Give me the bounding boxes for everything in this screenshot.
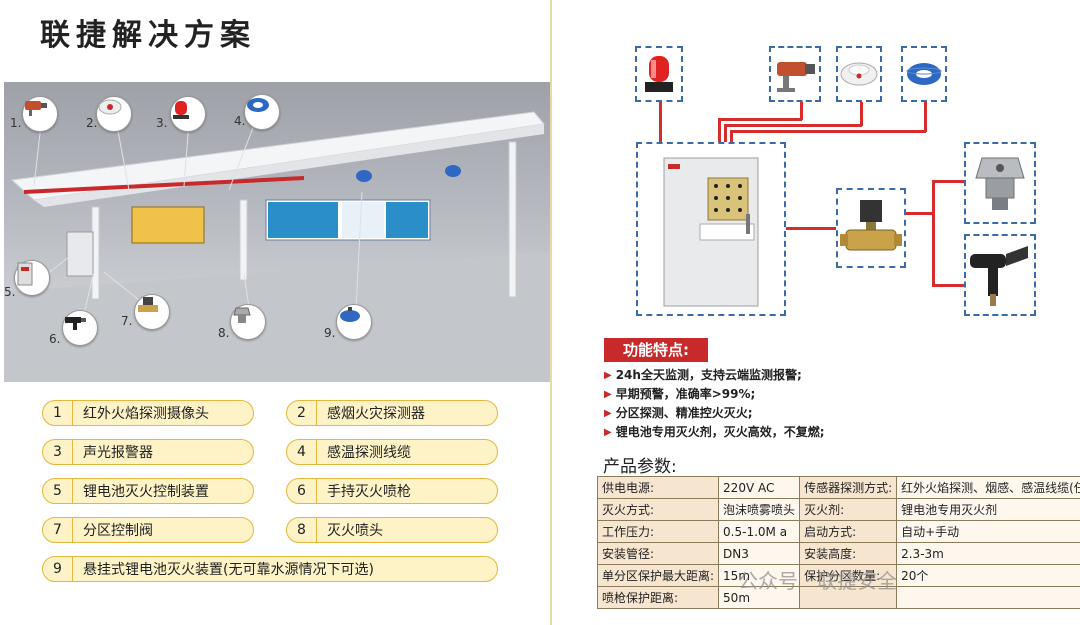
- component-item-9: 9 悬挂式锂电池灭火装置(无可靠水源情况下可选): [42, 556, 498, 582]
- component-number: 9: [43, 557, 73, 581]
- component-item-2: 2 感烟火灾探测器: [286, 400, 498, 426]
- component-label: 灭火喷头: [327, 523, 383, 539]
- valve-box: [836, 188, 906, 268]
- component-number: 7: [43, 518, 73, 542]
- feature-item: ▶24h全天监测，支持云端监测报警;: [604, 366, 825, 385]
- component-number: 2: [287, 401, 317, 425]
- feature-item: ▶分区探测、精准控火灭火;: [604, 404, 825, 423]
- component-label: 感温探测线缆: [327, 445, 411, 461]
- scene-label-8: 8.: [218, 326, 230, 340]
- wire: [932, 284, 964, 287]
- wire: [724, 124, 862, 127]
- scene-label-2: 2.: [86, 116, 98, 130]
- params-title: 产品参数:: [603, 457, 677, 477]
- component-item-3: 3 声光报警器: [42, 439, 254, 465]
- left-panel: 联捷解决方案: [4, 0, 552, 625]
- wire: [730, 130, 733, 142]
- heat-cable-box: [901, 46, 947, 102]
- component-item-4: 4 感温探测线缆: [286, 439, 498, 465]
- camera-icon: [22, 96, 58, 132]
- suspended-extinguisher-icon: [336, 304, 372, 340]
- control-cabinet-box: [636, 142, 786, 316]
- wire: [800, 102, 803, 120]
- solenoid-valve-icon: [840, 200, 902, 251]
- wire: [924, 102, 927, 132]
- features-title: 功能特点:: [604, 338, 708, 362]
- alarm-light-icon: [645, 56, 673, 92]
- alarm-light-icon: [170, 96, 206, 132]
- component-label: 感烟火灾探测器: [327, 406, 425, 422]
- component-item-5: 5 锂电池灭火控制装置: [42, 478, 254, 504]
- feature-item: ▶锂电池专用灭火剂，灭火高效，不复燃;: [604, 423, 825, 442]
- component-label: 锂电池灭火控制装置: [83, 484, 209, 500]
- page-title: 联捷解决方案: [40, 18, 256, 53]
- component-label: 声光报警器: [83, 445, 153, 461]
- wire: [860, 102, 863, 126]
- sprinkler-box: [964, 142, 1036, 224]
- component-item-8: 8 灭火喷头: [286, 517, 498, 543]
- table-row: 工作压力: 0.5-1.0M a 启动方式: 自动+手动: [596, 520, 1080, 543]
- arrow-icon: ▶: [604, 389, 612, 400]
- alarm-light-box: [635, 46, 683, 102]
- carport-illustration: [4, 111, 550, 382]
- features-list: ▶24h全天监测，支持云端监测报警; ▶早期预警，准确率>99%; ▶分区探测、…: [604, 366, 825, 442]
- table-row: 供电电源: 220V AC 传感器探测方式: 红外火焰探测、烟感、感温线缆(任选…: [596, 476, 1080, 499]
- component-item-1: 1 红外火焰探测摄像头: [42, 400, 254, 426]
- component-label: 悬挂式锂电池灭火装置(无可靠水源情况下可选): [83, 562, 374, 578]
- smoke-detector-box: [836, 46, 882, 102]
- params-table: 供电电源: 220V AC 传感器探测方式: 红外火焰探测、烟感、感温线缆(任选…: [596, 476, 1080, 609]
- arrow-icon: ▶: [604, 408, 612, 419]
- component-label: 手持灭火喷枪: [327, 484, 411, 500]
- smoke-detector-icon: [96, 96, 132, 132]
- feature-item: ▶早期预警，准确率>99%;: [604, 385, 825, 404]
- wire: [730, 130, 926, 133]
- wire: [932, 180, 935, 286]
- scene-label-6: 6.: [49, 332, 61, 346]
- scene-label-5: 5.: [4, 285, 16, 299]
- component-number: 1: [43, 401, 73, 425]
- table-row: 单分区保护最大距离: 15m 保护分区数量: 20个: [596, 564, 1080, 587]
- arrow-icon: ▶: [604, 427, 612, 438]
- table-row: 安装管径: DN3 安装高度: 2.3-3m: [596, 542, 1080, 565]
- carport-scene: 1. 2. 3. 4. 5. 6. 7. 8. 9.: [4, 82, 550, 382]
- watermark: 公众号 · 联捷安全: [738, 569, 898, 593]
- wire: [718, 118, 802, 121]
- sprinkler-head-icon: [230, 304, 266, 340]
- scene-label-4: 4.: [234, 114, 246, 128]
- scene-label-3: 3.: [156, 116, 168, 130]
- component-number: 8: [287, 518, 317, 542]
- table-row: 灭火方式: 泡沫喷雾喷头 灭火剂: 锂电池专用灭火剂: [596, 498, 1080, 521]
- scene-label-7: 7.: [121, 314, 133, 328]
- wire: [786, 227, 836, 230]
- camera-icon: [777, 62, 815, 92]
- component-number: 6: [287, 479, 317, 503]
- spray-gun-icon: [62, 310, 98, 346]
- solenoid-valve-icon: [134, 294, 170, 330]
- scene-label-9: 9.: [324, 326, 336, 340]
- spray-gun-icon: [970, 246, 1028, 306]
- heat-cable-icon: [244, 94, 280, 130]
- arrow-icon: ▶: [604, 370, 612, 381]
- camera-box: [769, 46, 821, 102]
- wire: [718, 118, 721, 142]
- wire: [906, 212, 934, 215]
- wire: [932, 180, 964, 183]
- component-number: 3: [43, 440, 73, 464]
- heat-cable-icon: [906, 63, 942, 85]
- wire: [659, 102, 662, 142]
- component-item-7: 7 分区控制阀: [42, 517, 254, 543]
- component-number: 5: [43, 479, 73, 503]
- smoke-detector-icon: [840, 62, 878, 86]
- table-row: 喷枪保护距离: 50m: [596, 586, 1080, 609]
- component-label: 分区控制阀: [83, 523, 153, 539]
- scene-label-1: 1.: [10, 116, 22, 130]
- control-cabinet-icon: [663, 157, 759, 307]
- control-cabinet-icon: [14, 260, 50, 296]
- sprinkler-head-icon: [975, 157, 1025, 210]
- component-item-6: 6 手持灭火喷枪: [286, 478, 498, 504]
- component-number: 4: [287, 440, 317, 464]
- wire: [724, 124, 727, 142]
- component-label: 红外火焰探测摄像头: [83, 406, 209, 422]
- spray-gun-box: [964, 234, 1036, 316]
